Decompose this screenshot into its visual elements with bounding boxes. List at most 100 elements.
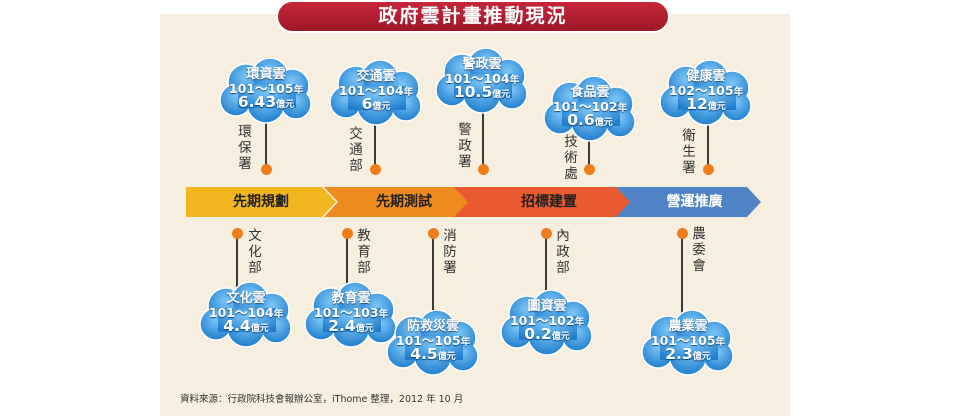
connector-line [432,234,434,318]
year-range-value: 101～104 [208,305,274,320]
cloud-name: 交通雲 [356,69,396,84]
cloud-budget: 2.4億元 [301,317,401,335]
phase-arrow-fill [616,187,761,217]
year-unit: 年 [273,309,284,320]
connector-line [236,234,238,290]
phase-arrow-fill [186,187,336,217]
cloud-name: 食品雲 [570,85,610,100]
budget-value: 0.6 [567,111,595,129]
year-unit: 年 [733,87,744,98]
connector-dot [369,164,381,175]
year-range-value: 101～105 [650,333,716,348]
budget-unit: 億元 [692,352,711,362]
cloud-shape [435,48,528,114]
year-range-value: 101～103 [313,305,379,320]
year-unit: 年 [509,75,520,86]
cloud-shape [386,310,479,376]
cloud-name: 環資雲 [246,67,286,82]
cloud-budget: 2.3億元 [638,345,738,363]
cloud-year-range: 101～104年 [326,80,426,99]
cloud-name: 文化雲 [226,291,266,306]
cloud-budget: 0.6億元 [540,111,640,129]
phase-arrow-fill [324,187,472,217]
phase-label: 營運推廣 [666,194,723,210]
cloud-name: 教育雲 [331,291,371,306]
budget-unit: 億元 [594,118,613,128]
cloud-year-range: 101～102年 [497,310,597,329]
year-range-value: 101～105 [395,333,461,348]
cloud-shape [543,76,636,142]
cloud-year-range: 101～105年 [638,330,738,349]
agency-label: 內政部 [556,228,570,276]
year-range-value: 101～105 [228,81,294,96]
budget-unit: 億元 [276,100,295,110]
budget-unit: 億元 [551,332,570,342]
budget-value: 2.4 [328,317,356,335]
agency-label: 衛生署 [682,128,696,176]
agency-label: 教育部 [357,228,371,276]
budget-value: 0.2 [524,325,552,343]
phase-arrow: 先期規劃 [186,187,336,217]
year-unit: 年 [293,85,304,96]
cloud-year-range: 101～105年 [216,78,316,97]
cloud-shape [304,282,397,348]
year-range-value: 101～104 [338,83,404,98]
phase-arrow: 招標建置 [454,187,632,217]
cloud-budget: 12億元 [656,95,756,113]
phase-arrow: 先期測試 [324,187,472,217]
budget-value: 12 [686,95,708,113]
connector-dot [477,164,489,175]
budget-unit: 億元 [355,324,374,334]
cloud-year-range: 101～104年 [432,68,532,87]
phase-arrow: 營運推廣 [616,187,761,217]
cloud-year-range: 101～105年 [383,330,483,349]
connector-dot [583,164,595,175]
budget-value: 6.43 [237,93,277,111]
phase-arrow-shape [616,187,761,217]
connector-line [265,116,267,168]
connector-dot [341,228,353,239]
budget-value: 2.3 [665,345,693,363]
year-unit: 年 [403,87,414,98]
cloud-year-range: 101～103年 [301,302,401,321]
phase-label: 招標建置 [521,194,577,210]
budget-unit: 億元 [437,352,456,362]
connector-line [588,134,590,168]
agency-label: 文化部 [248,228,262,276]
connector-line [707,118,709,168]
budget-value: 4.4 [223,317,251,335]
phase-label: 先期規劃 [233,194,289,210]
cloud-year-range: 101～104年 [196,302,296,321]
cloud-budget: 4.5億元 [383,345,483,363]
cloud-year-range: 102～105年 [656,80,756,99]
year-range-value: 101～102 [509,313,575,328]
cloud-shape [219,58,312,124]
budget-value: 10.5 [453,83,493,101]
agency-label: 農委會 [692,226,706,274]
connector-line [374,118,376,168]
agency-label: 環保署 [238,124,252,172]
cloud-name: 防救災雲 [406,319,459,334]
title-banner: 政府雲計畫推動現況 [276,0,670,33]
year-unit: 年 [715,337,726,348]
cloud-shape [659,60,752,126]
phase-arrow-shape [186,187,336,217]
year-unit: 年 [460,337,471,348]
budget-unit: 億元 [250,324,269,334]
cloud-shape [329,60,422,126]
year-unit: 年 [574,317,585,328]
cloud-year-range: 101～102年 [540,96,640,115]
connector-line [545,234,547,298]
connector-dot [702,164,714,175]
cloud-name: 農業雲 [668,319,708,334]
